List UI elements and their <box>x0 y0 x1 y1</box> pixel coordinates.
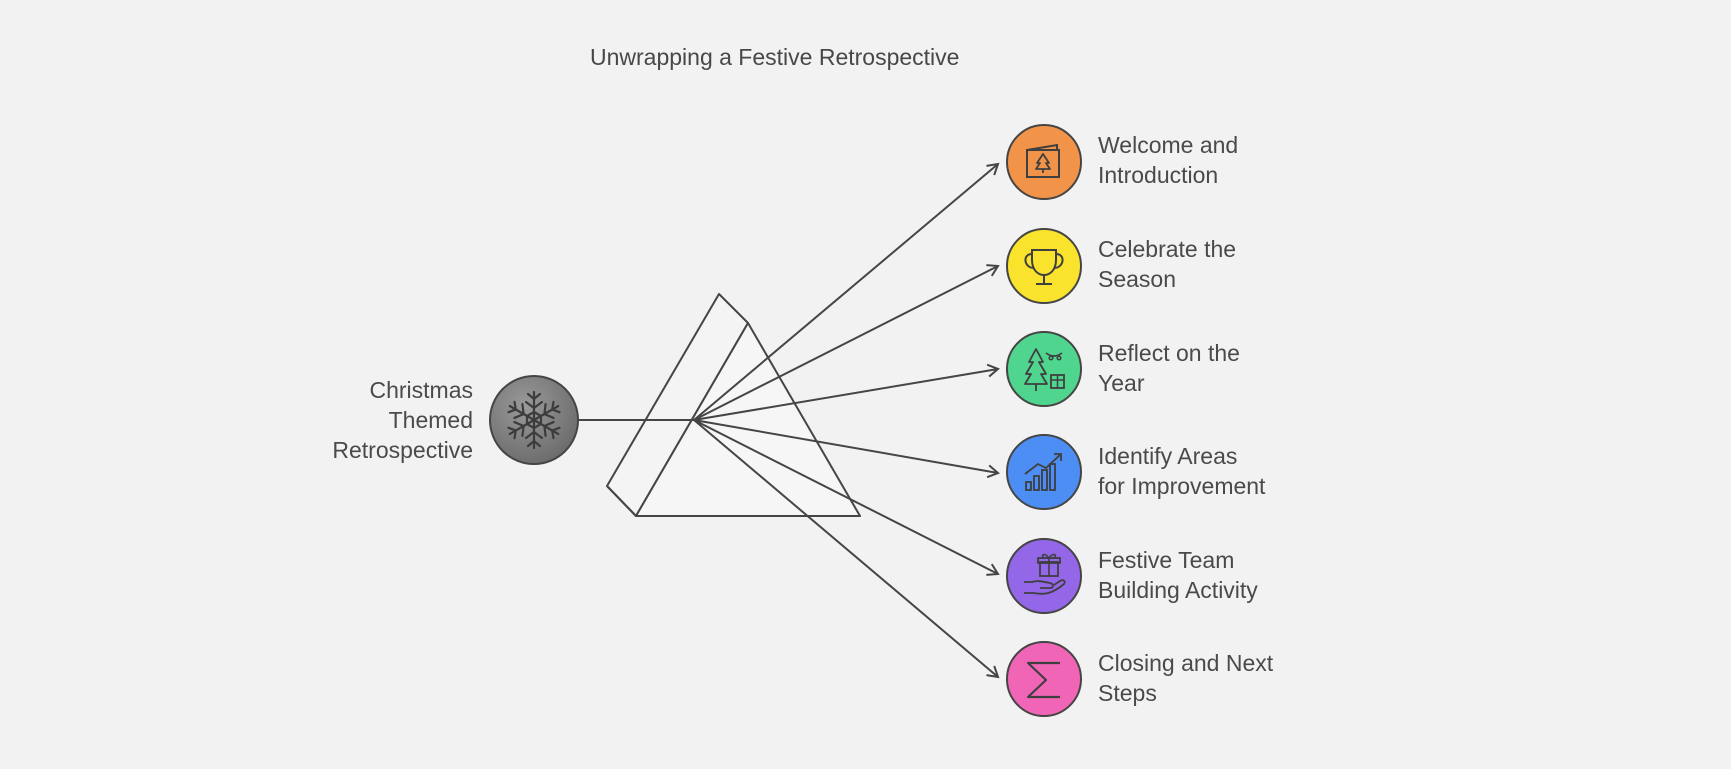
item-node <box>1006 641 1082 717</box>
gift-in-hand-icon <box>1024 553 1066 595</box>
item-label-closing: Closing and Next Steps <box>1098 648 1338 708</box>
item-label-welcome: Welcome and Introduction <box>1098 130 1338 190</box>
item-label-line: Reflect on the <box>1098 340 1240 366</box>
source-label: Christmas Themed Retrospective <box>293 375 473 465</box>
item-label-team-building: Festive Team Building Activity <box>1098 545 1338 605</box>
sigma-icon <box>1026 661 1060 699</box>
item-label-line: Year <box>1098 370 1145 396</box>
output-arrow <box>693 162 1000 421</box>
output-arrow <box>693 419 1000 479</box>
growth-chart-icon <box>1024 453 1062 491</box>
output-rays <box>693 162 1000 679</box>
item-node <box>1006 228 1082 304</box>
item-circle <box>1006 434 1082 510</box>
output-arrow <box>693 264 1000 421</box>
item-node <box>1006 434 1082 510</box>
item-label-line: Identify Areas <box>1098 443 1238 469</box>
item-label-line: Season <box>1098 266 1177 292</box>
diagram-title: Unwrapping a Festive Retrospective <box>590 44 960 70</box>
item-circle <box>1006 228 1082 304</box>
item-label-line: Introduction <box>1098 162 1219 188</box>
item-label-line: Welcome and <box>1098 132 1239 158</box>
item-node <box>1006 124 1082 200</box>
source-label-line: Retrospective <box>332 437 473 463</box>
item-nodes <box>1006 124 1082 717</box>
item-label-celebrate: Celebrate the Season <box>1098 234 1338 294</box>
snowflake-icon <box>504 390 564 450</box>
item-label-line: Festive Team <box>1098 547 1235 573</box>
item-node <box>1006 331 1082 407</box>
item-label-line: Steps <box>1098 680 1157 706</box>
item-label-line: Closing and Next <box>1098 650 1274 676</box>
source-node <box>489 375 579 465</box>
source-label-line: Christmas <box>369 377 473 403</box>
output-arrow <box>693 419 1000 576</box>
christmas-tree-lights-gift-icon <box>1024 348 1065 391</box>
item-label-reflect: Reflect on the Year <box>1098 338 1338 398</box>
item-circle <box>1006 124 1082 200</box>
item-node <box>1006 538 1082 614</box>
item-label-improvement: Identify Areas for Improvement <box>1098 441 1338 501</box>
item-label-line: for Improvement <box>1098 473 1266 499</box>
output-arrow <box>693 363 1000 421</box>
output-arrow <box>693 419 1000 679</box>
trophy-icon <box>1024 249 1064 285</box>
item-label-line: Celebrate the <box>1098 236 1237 262</box>
source-label-line: Themed <box>388 407 473 433</box>
item-label-line: Building Activity <box>1098 577 1258 603</box>
greeting-card-tree-icon <box>1026 143 1060 178</box>
prism <box>606 293 861 517</box>
